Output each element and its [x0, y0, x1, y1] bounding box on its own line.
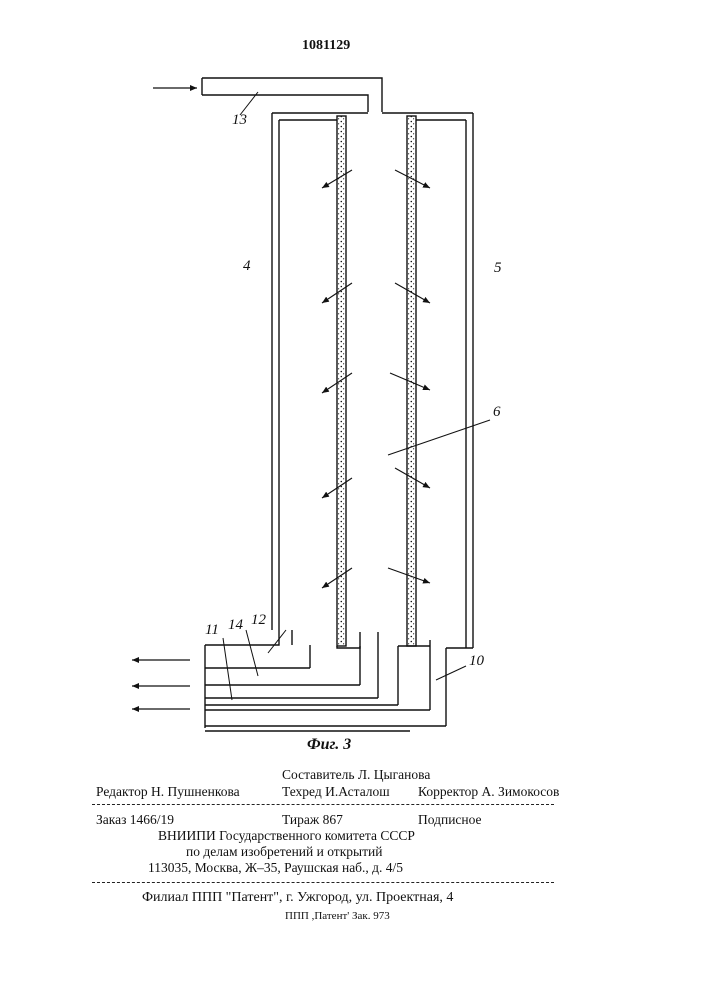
membrane-left: [337, 116, 346, 646]
branch-line: Филиал ППП "Патент", г. Ужгород, ул. Про…: [142, 890, 453, 906]
circulation-line: Тираж 867: [282, 812, 343, 828]
label-12: 12: [251, 612, 266, 629]
rule-2: [92, 882, 554, 883]
address-line: 113035, Москва, Ж–35, Раушская наб., д. …: [148, 860, 403, 876]
rule-1: [92, 804, 554, 805]
org-line-2: по делам изобретений и открытий: [186, 844, 382, 860]
label-5: 5: [494, 260, 502, 277]
label-13: 13: [232, 112, 247, 129]
techred-line: Техред И.Асталош: [282, 784, 390, 800]
print-order-line: ППП ,Патент' Зак. 973: [285, 910, 390, 922]
org-line-1: ВНИИПИ Государственного комитета СССР: [158, 828, 415, 844]
label-6: 6: [493, 404, 501, 421]
figure-caption: Фиг. 3: [307, 736, 351, 754]
label-10: 10: [469, 653, 484, 670]
label-11: 11: [205, 622, 219, 639]
corrector-line: Корректор А. Зимокосов: [418, 784, 559, 800]
label-14: 14: [228, 617, 243, 634]
order-line: Заказ 1466/19: [96, 812, 174, 828]
editor-line: Редактор Н. Пушненкова: [96, 784, 240, 800]
compiler-line: Составитель Л. Цыганова: [282, 767, 430, 783]
label-4: 4: [243, 258, 251, 275]
subscription-line: Подписное: [418, 812, 482, 828]
